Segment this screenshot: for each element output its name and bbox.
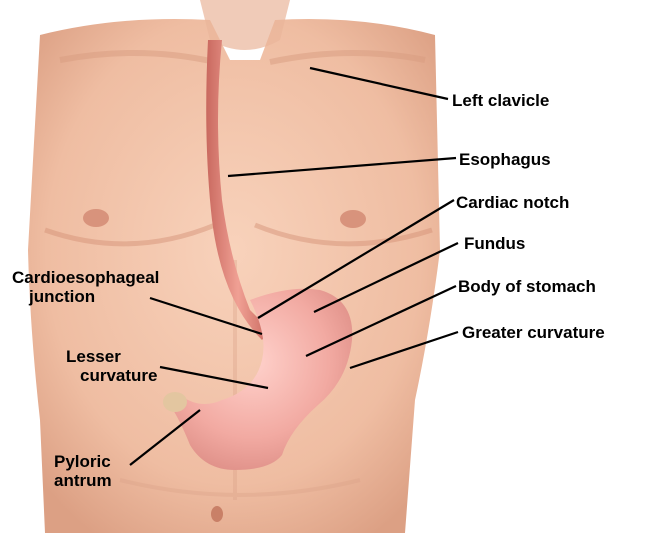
label-fundus-text: Fundus <box>464 234 525 253</box>
right-nipple <box>340 210 366 228</box>
label-cardiac-notch: Cardiac notch <box>456 193 569 212</box>
label-greater-curvature-text: Greater curvature <box>462 323 605 342</box>
label-cardiac-notch-text: Cardiac notch <box>456 193 569 212</box>
label-body-of-stomach: Body of stomach <box>458 277 596 296</box>
pylorus <box>163 392 187 412</box>
label-left-clavicle: Left clavicle <box>452 91 549 110</box>
label-lesser-curvature-line2: curvature <box>80 366 157 385</box>
label-fundus: Fundus <box>464 234 525 253</box>
label-greater-curvature: Greater curvature <box>462 323 605 342</box>
label-cardioesophageal-line1: Cardioesophageal <box>12 268 159 287</box>
label-pyloric-antrum: Pyloric antrum <box>54 452 112 490</box>
label-lesser-curvature: Lesser curvature <box>66 347 157 385</box>
label-lesser-curvature-line1: Lesser <box>66 347 157 366</box>
label-cardioesophageal-junction: Cardioesophageal junction <box>12 268 159 306</box>
label-left-clavicle-text: Left clavicle <box>452 91 549 110</box>
label-body-of-stomach-text: Body of stomach <box>458 277 596 296</box>
label-pyloric-antrum-line2: antrum <box>54 471 112 490</box>
label-esophagus-text: Esophagus <box>459 150 551 169</box>
left-nipple <box>83 209 109 227</box>
label-cardioesophageal-line2: junction <box>12 287 159 306</box>
navel <box>211 506 223 522</box>
label-pyloric-antrum-line1: Pyloric <box>54 452 112 471</box>
label-esophagus: Esophagus <box>459 150 551 169</box>
